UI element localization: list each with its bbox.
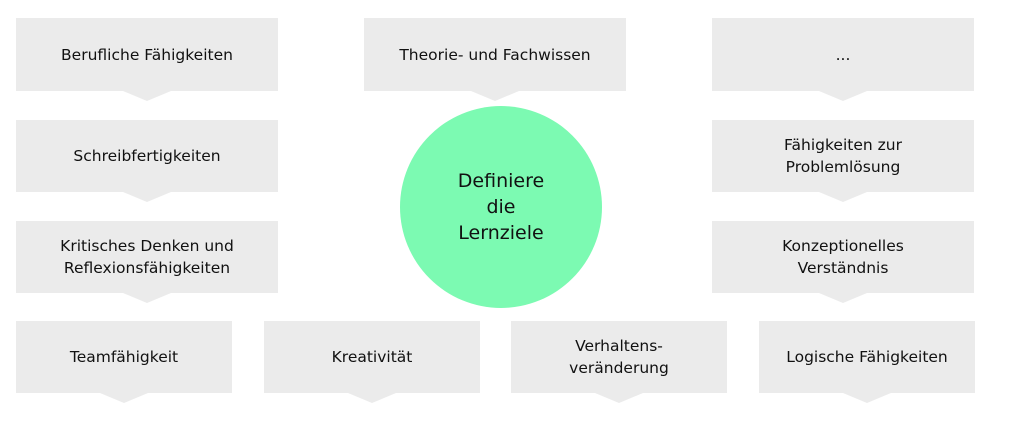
box-label: Berufliche Fähigkeiten [61, 45, 233, 64]
box-verhaltensveraenderung: Verhaltens- veränderung [511, 321, 727, 393]
box-label: Kritisches Denken und Reflexionsfähigkei… [60, 237, 234, 277]
box-label: Schreibfertigkeiten [73, 147, 221, 165]
center-label: Definiere die Lernziele [457, 170, 545, 244]
box-berufliche-faehigkeiten: Berufliche Fähigkeiten [16, 18, 278, 91]
box-problemloesung: Fähigkeiten zur Problemlösung [712, 120, 974, 192]
box-konzeptionelles-verstaendnis: Konzeptionelles Verständnis [712, 221, 974, 293]
box-label: ... [835, 45, 851, 64]
box-teamfaehigkeit: Teamfähigkeit [16, 321, 232, 393]
box-label: Logische Fähigkeiten [786, 348, 948, 366]
box-label: Verhaltens- veränderung [569, 337, 669, 377]
box-label: Fähigkeiten zur Problemlösung [784, 136, 902, 176]
box-label: Teamfähigkeit [69, 348, 179, 366]
center-goal-circle: Definiere die Lernziele [400, 106, 602, 308]
box-theorie-fachwissen: Theorie- und Fachwissen [364, 18, 626, 91]
box-ellipsis: ... [712, 18, 974, 91]
box-schreibfertigkeiten: Schreibfertigkeiten [16, 120, 278, 192]
box-label: Konzeptionelles Verständnis [782, 237, 904, 277]
box-label: Theorie- und Fachwissen [399, 45, 591, 64]
box-logische-faehigkeiten: Logische Fähigkeiten [759, 321, 975, 393]
box-kritisches-denken: Kritisches Denken und Reflexionsfähigkei… [16, 221, 278, 293]
box-label: Kreativität [331, 348, 413, 366]
box-kreativitaet: Kreativität [264, 321, 480, 393]
